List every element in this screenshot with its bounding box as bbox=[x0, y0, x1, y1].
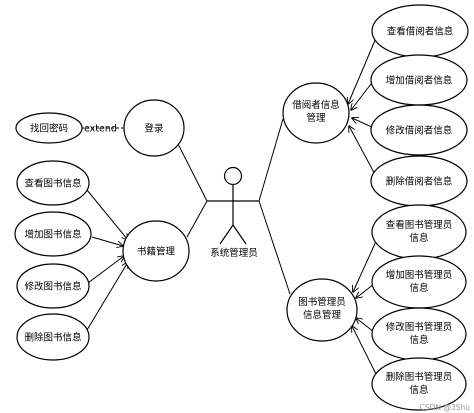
assoc-librarian-management bbox=[258, 200, 291, 295]
uc-retrieve-password-label: 找回密码 bbox=[30, 123, 68, 135]
uc-modify-book[interactable]: 修改图书信息 bbox=[16, 263, 90, 309]
uc-book-management-label: 书籍管理 bbox=[137, 246, 176, 258]
uc-view-librarian-label-2: 信息 bbox=[409, 232, 428, 244]
arrow-delete-borrower bbox=[349, 126, 379, 181]
uc-add-librarian[interactable]: 增加图书管理员 信息 bbox=[371, 255, 467, 309]
uc-retrieve-password[interactable]: 找回密码 bbox=[15, 112, 83, 144]
uc-librarian-management-label-1: 图书管理员 bbox=[298, 296, 346, 308]
uc-view-borrower[interactable]: 查看借阅者信息 bbox=[371, 4, 469, 58]
uc-modify-borrower-label: 修改借阅者信息 bbox=[386, 125, 453, 137]
watermark: CSDN @3Shu bbox=[420, 403, 471, 412]
borrower-arrows bbox=[348, 37, 379, 181]
uc-modify-librarian-label-2: 信息 bbox=[409, 334, 428, 346]
book-arrows bbox=[86, 189, 128, 331]
arrow-delete-librarian bbox=[352, 326, 379, 379]
uc-add-librarian-label-1: 增加图书管理员 bbox=[386, 269, 453, 281]
uc-add-book[interactable]: 增加图书信息 bbox=[14, 211, 92, 257]
uc-delete-librarian-label-2: 信息 bbox=[409, 384, 428, 396]
uc-add-borrower-label: 增加借阅者信息 bbox=[386, 75, 453, 87]
uc-add-book-label: 增加图书信息 bbox=[24, 229, 81, 241]
uc-view-book[interactable]: 查看图书信息 bbox=[16, 160, 90, 206]
arrow-view-librarian bbox=[353, 236, 379, 292]
uc-modify-borrower[interactable]: 修改借阅者信息 bbox=[370, 104, 468, 156]
assoc-book-management bbox=[186, 200, 208, 238]
assoc-login bbox=[176, 141, 208, 202]
uc-delete-librarian[interactable]: 删除图书管理员 信息 bbox=[371, 357, 467, 411]
uc-delete-book[interactable]: 删除图书信息 bbox=[16, 313, 90, 361]
uc-view-borrower-label: 查看借阅者信息 bbox=[387, 26, 454, 38]
associations bbox=[176, 118, 291, 295]
uc-modify-book-label: 修改图书信息 bbox=[24, 281, 81, 293]
arrow-delete-book bbox=[86, 262, 128, 331]
uc-view-book-label: 查看图书信息 bbox=[24, 178, 81, 190]
uc-borrower-management-label-2: 管理 bbox=[306, 112, 326, 124]
uc-view-librarian-label-1: 查看图书管理员 bbox=[386, 219, 453, 231]
uc-delete-borrower-label: 删除借阅者信息 bbox=[386, 176, 453, 188]
arrow-add-book bbox=[91, 236, 123, 246]
actor-head bbox=[223, 166, 243, 186]
actor-right-leg bbox=[232, 224, 247, 245]
assoc-borrower-management bbox=[258, 118, 284, 202]
uc-librarian-management[interactable]: 图书管理员 信息管理 bbox=[286, 278, 358, 342]
arrow-modify-borrower bbox=[352, 118, 375, 129]
arrow-add-librarian bbox=[356, 283, 375, 298]
arrow-view-book bbox=[86, 189, 128, 240]
actor-system-admin: 系统管理员 bbox=[207, 166, 259, 259]
arrow-add-borrower bbox=[351, 79, 375, 110]
uc-modify-librarian-label-1: 修改图书管理员 bbox=[386, 321, 453, 333]
arrow-modify-librarian bbox=[356, 318, 375, 333]
extend-relation: extend bbox=[81, 124, 124, 135]
actor-left-leg bbox=[219, 224, 234, 245]
uc-borrower-management-label-1: 借阅者信息 bbox=[292, 99, 340, 111]
actor-name: 系统管理员 bbox=[210, 247, 258, 259]
arrow-view-borrower bbox=[348, 37, 377, 104]
uc-book-management[interactable]: 书籍管理 bbox=[122, 220, 190, 282]
uc-delete-librarian-label-1: 删除图书管理员 bbox=[386, 371, 453, 383]
librarian-arrows bbox=[352, 236, 379, 379]
uc-login-label: 登录 bbox=[144, 124, 164, 135]
arrow-modify-book bbox=[87, 256, 124, 284]
uc-delete-borrower[interactable]: 删除借阅者信息 bbox=[370, 155, 468, 207]
uc-login[interactable]: 登录 bbox=[123, 99, 185, 157]
uc-modify-librarian[interactable]: 修改图书管理员 信息 bbox=[371, 307, 467, 361]
extend-label: extend bbox=[84, 124, 117, 135]
uc-view-librarian[interactable]: 查看图书管理员 信息 bbox=[371, 204, 467, 260]
uc-delete-book-label: 删除图书信息 bbox=[24, 332, 81, 344]
uc-add-librarian-label-2: 信息 bbox=[409, 282, 428, 294]
uc-borrower-management[interactable]: 借阅者信息 管理 bbox=[282, 82, 350, 144]
uc-add-borrower[interactable]: 增加借阅者信息 bbox=[370, 54, 468, 106]
uc-librarian-management-label-2: 信息管理 bbox=[303, 309, 342, 321]
